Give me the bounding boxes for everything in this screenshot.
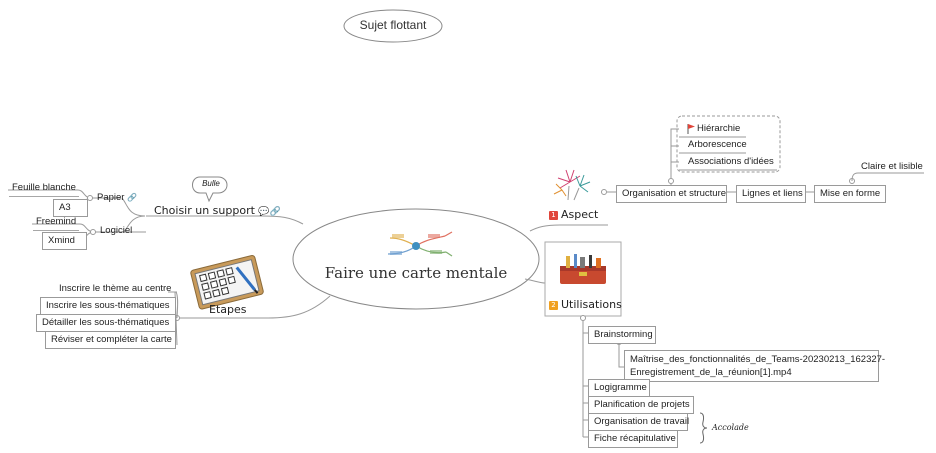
attachment-line-2: Enregistrement_de_la_réunion[1].mp4 xyxy=(630,367,792,378)
central-topic-shape xyxy=(292,208,540,310)
a3-topic[interactable]: A3 xyxy=(53,199,88,217)
link-icon: 🔗 xyxy=(127,193,138,202)
etapes-topic[interactable]: Etapes xyxy=(209,303,247,316)
brace-label[interactable]: Accolade xyxy=(712,423,749,432)
mise-en-forme-topic[interactable]: Mise en forme xyxy=(814,185,886,203)
checklist-image xyxy=(190,254,264,310)
arborescence-topic[interactable]: Arborescence xyxy=(688,139,747,150)
comment-icon: 💬 xyxy=(258,207,270,217)
link-icon: 🔗 xyxy=(269,207,281,217)
etape-item[interactable]: Inscrire les sous-thématiques xyxy=(40,297,176,315)
planification-topic[interactable]: Planification de projets xyxy=(588,396,694,414)
fiche-recapitulative-topic[interactable]: Fiche récapitulative xyxy=(588,430,678,448)
papier-label: Papier xyxy=(97,192,125,203)
central-topic[interactable]: Faire une carte mentale xyxy=(324,264,508,282)
feuille-blanche-topic[interactable]: Feuille blanche xyxy=(9,182,79,197)
associations-idees-topic[interactable]: Associations d'idées xyxy=(688,156,774,167)
fireworks-image xyxy=(553,169,591,201)
papier-topic[interactable]: Papier 🔗 xyxy=(97,192,137,203)
etape-item[interactable]: Détailler les sous-thématiques xyxy=(36,314,176,332)
flag-icon xyxy=(687,124,695,134)
priority-1-icon: 1 xyxy=(549,211,558,220)
callout-bubble-shape xyxy=(192,176,228,203)
central-mindmap-image xyxy=(387,231,453,257)
aspect-label: Aspect xyxy=(561,208,599,221)
attachment-line-1: Maîtrise_des_fonctionnalités_de_Teams-20… xyxy=(630,354,886,365)
hierarchie-topic[interactable]: Hiérarchie xyxy=(697,123,741,134)
etape-item[interactable]: Inscrire le thème au centre xyxy=(59,283,172,294)
freemind-topic[interactable]: Freemind xyxy=(33,216,80,231)
brainstorming-topic[interactable]: Brainstorming xyxy=(588,326,656,344)
choisir-support-label: Choisir un support xyxy=(154,204,255,217)
etape-item[interactable]: Réviser et compléter la carte xyxy=(45,331,176,349)
claire-lisible-topic[interactable]: Claire et lisible xyxy=(861,161,923,172)
organisation-structure-topic[interactable]: Organisation et structure xyxy=(616,185,727,203)
boundary-shape xyxy=(676,115,781,173)
utilisations-label: Utilisations xyxy=(561,298,622,311)
lignes-liens-topic[interactable]: Lignes et liens xyxy=(736,185,806,203)
xmind-topic[interactable]: Xmind xyxy=(42,232,87,250)
callout-bubble-text[interactable]: Bulle xyxy=(202,179,220,188)
floating-topic-shape xyxy=(343,9,443,43)
logiciel-topic[interactable]: Logiciel xyxy=(100,225,133,236)
attachment-topic[interactable]: Maîtrise_des_fonctionnalités_de_Teams-20… xyxy=(624,350,886,382)
brace-shape xyxy=(699,412,708,444)
choisir-support-topic[interactable]: Choisir un support 💬🔗 xyxy=(154,204,281,217)
organisation-travail-topic[interactable]: Organisation de travail xyxy=(588,413,689,431)
logigramme-topic[interactable]: Logigramme xyxy=(588,379,650,397)
priority-2-icon: 2 xyxy=(549,301,558,310)
floating-topic[interactable]: Sujet flottant xyxy=(359,18,427,32)
toolbox-image xyxy=(560,254,606,284)
